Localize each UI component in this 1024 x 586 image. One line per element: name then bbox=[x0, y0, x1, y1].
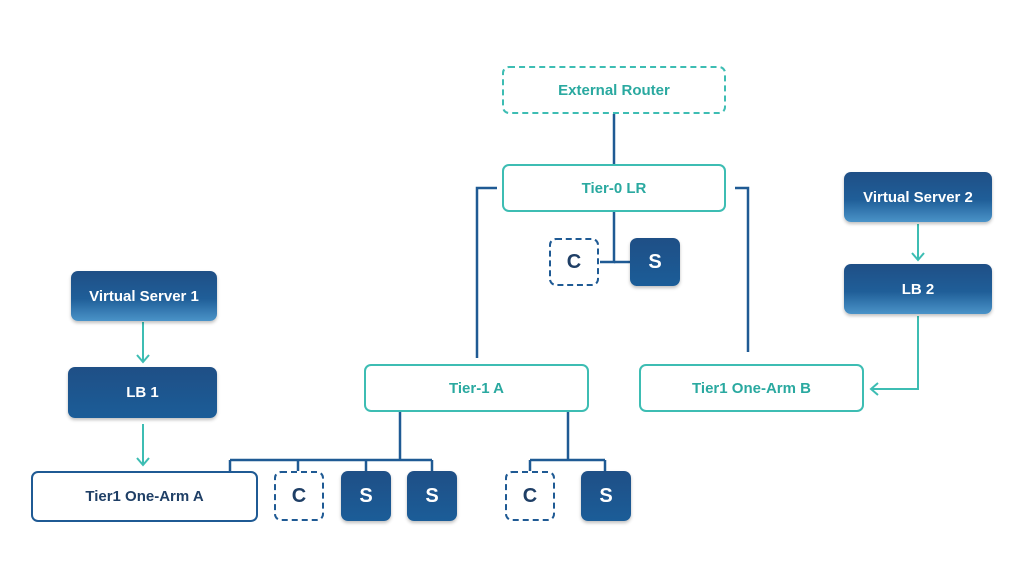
connector-tier0-tier1a bbox=[475, 186, 497, 358]
virtual-server-1-node[interactable]: Virtual Server 1 bbox=[71, 271, 217, 321]
tier1-a-node[interactable]: Tier-1 A bbox=[364, 364, 589, 412]
lb2-label: LB 2 bbox=[901, 280, 935, 298]
tier0-s-label: S bbox=[648, 250, 662, 273]
tier1a-s-label-3: S bbox=[599, 484, 613, 507]
lb1-node[interactable]: LB 1 bbox=[68, 367, 217, 418]
tier0-lr-label: Tier-0 LR bbox=[581, 179, 647, 197]
tier1-onearm-a-label: Tier1 One-Arm A bbox=[85, 488, 204, 505]
connector-tier0-cs bbox=[600, 212, 616, 264]
tier1a-s-node-1[interactable]: S bbox=[341, 471, 391, 521]
tier1a-c-label-2: C bbox=[522, 484, 538, 507]
external-router-node[interactable]: External Router bbox=[502, 66, 726, 114]
tier1-onearm-b-label: Tier1 One-Arm B bbox=[692, 379, 811, 397]
arrow-lb2-onearm-b bbox=[871, 316, 919, 390]
tier1a-c-node-2[interactable]: C bbox=[505, 471, 555, 521]
virtual-server-1-label: Virtual Server 1 bbox=[89, 287, 199, 305]
virtual-server-2-node[interactable]: Virtual Server 2 bbox=[844, 172, 992, 222]
tier1a-s-label-2: S bbox=[425, 484, 439, 507]
tier1a-s-label-1: S bbox=[359, 484, 373, 507]
tier0-lr-node[interactable]: Tier-0 LR bbox=[502, 164, 726, 212]
connector-tier0-onearm-b bbox=[735, 186, 750, 352]
tier1a-s-node-2[interactable]: S bbox=[407, 471, 457, 521]
lb1-label: LB 1 bbox=[126, 384, 159, 401]
tier1-onearm-a-node[interactable]: Tier1 One-Arm A bbox=[31, 471, 258, 522]
virtual-server-2-label: Virtual Server 2 bbox=[863, 188, 973, 206]
tier1-a-label: Tier-1 A bbox=[448, 379, 505, 397]
external-router-label: External Router bbox=[558, 81, 670, 99]
tier0-c-node[interactable]: C bbox=[549, 238, 599, 286]
tier0-c-label: C bbox=[566, 250, 582, 273]
lb2-node[interactable]: LB 2 bbox=[844, 264, 992, 314]
tier1a-c-label-1: C bbox=[291, 484, 307, 507]
tier0-s-node[interactable]: S bbox=[630, 238, 680, 286]
tier1-onearm-b-node[interactable]: Tier1 One-Arm B bbox=[639, 364, 864, 412]
tier1a-s-node-3[interactable]: S bbox=[581, 471, 631, 521]
tier1a-c-node-1[interactable]: C bbox=[274, 471, 324, 521]
